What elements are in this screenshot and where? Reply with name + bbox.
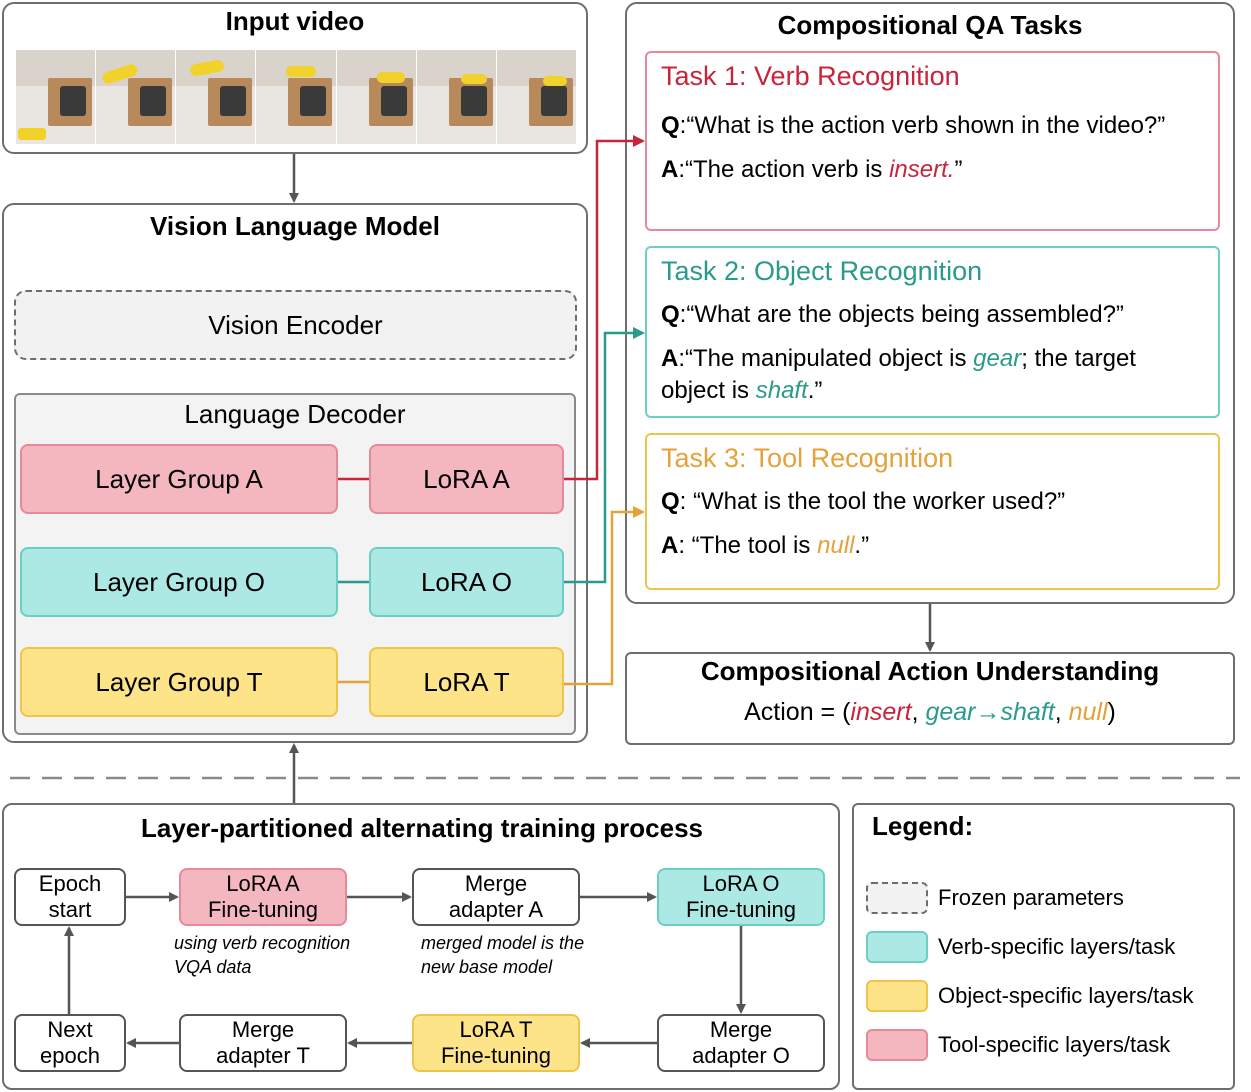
- task-1-heading: Task 1: Verb Recognition: [661, 61, 960, 91]
- layer-group-a: Layer Group A: [20, 444, 338, 514]
- lora-t: LoRA T: [369, 647, 564, 717]
- video-frame: [96, 50, 177, 144]
- task-3-question: Q: “What is the tool the worker used?”: [661, 488, 1066, 515]
- video-frame: [256, 50, 337, 144]
- vlm-title: Vision Language Model: [150, 211, 440, 241]
- layer-group-t: Layer Group T: [20, 647, 338, 717]
- legend-item-verb: Verb-specific layers/task: [866, 929, 1175, 965]
- legend-panel: Legend: Frozen parameters Verb-specific …: [852, 803, 1235, 1090]
- task-2-question: Q:“What are the objects being assembled?…: [661, 301, 1124, 328]
- video-frame: [416, 50, 497, 144]
- action-tuple: Action = (insert, gear→shaft, null): [744, 698, 1116, 726]
- language-decoder-label: Language Decoder: [184, 399, 406, 429]
- task-3-heading: Task 3: Tool Recognition: [661, 443, 954, 473]
- legend-swatch-tool: [866, 1029, 928, 1061]
- action-object: gear→shaft: [925, 698, 1055, 726]
- legend-swatch-frozen: [866, 882, 928, 914]
- understanding-panel: Compositional Action Understanding Actio…: [625, 652, 1235, 745]
- lora-a: LoRA A: [369, 444, 564, 514]
- lora-o: LoRA O: [369, 547, 564, 617]
- video-frame-strip: [16, 50, 576, 144]
- note-merged-base: merged model is the new base model: [421, 933, 585, 977]
- video-frame: [496, 50, 576, 144]
- legend-swatch-verb: [866, 931, 928, 963]
- action-tool: null: [1068, 698, 1108, 726]
- vision-encoder: Vision Encoder: [14, 290, 577, 360]
- task-2-answer: A:“The manipulated object is gear; the t…: [661, 345, 1136, 404]
- note-verb-vqa: using verb recognition VQA data: [174, 933, 351, 977]
- task-1-box: Task 1: Verb Recognition Q:“What is the …: [645, 51, 1220, 231]
- task-3-box: Task 3: Tool Recognition Q: “What is the…: [645, 433, 1220, 590]
- understanding-title: Compositional Action Understanding: [700, 656, 1160, 686]
- training-title: Layer-partitioned alternating training p…: [141, 813, 703, 843]
- legend-swatch-object: [866, 980, 928, 1012]
- task-3-answer: A: “The tool is null.”: [661, 532, 870, 559]
- qa-title: Compositional QA Tasks: [777, 10, 1083, 40]
- legend-item-tool: Tool-specific layers/task: [866, 1027, 1170, 1063]
- arrow-lora-t-to-task-3: [564, 506, 645, 686]
- legend-title: Legend:: [872, 811, 974, 841]
- video-frame: [16, 50, 97, 144]
- video-frame: [336, 50, 417, 144]
- video-frame: [176, 50, 257, 144]
- arrow-lora-a-to-task-1: [564, 135, 645, 481]
- input-video-panel: Input video: [2, 2, 588, 154]
- task-1-answer: A:“The action verb is insert.”: [661, 156, 963, 183]
- task-2-box: Task 2: Object Recognition Q:“What are t…: [645, 246, 1220, 418]
- legend-item-frozen: Frozen parameters: [866, 880, 1124, 916]
- layer-group-o: Layer Group O: [20, 547, 338, 617]
- legend-item-object: Object-specific layers/task: [866, 978, 1194, 1014]
- task-2-heading: Task 2: Object Recognition: [661, 256, 983, 286]
- arrow-lora-o-to-task-2: [564, 327, 645, 584]
- action-verb: insert: [850, 698, 912, 726]
- input-video-title: Input video: [225, 6, 365, 36]
- task-1-question: Q:“What is the action verb shown in the …: [661, 112, 1166, 139]
